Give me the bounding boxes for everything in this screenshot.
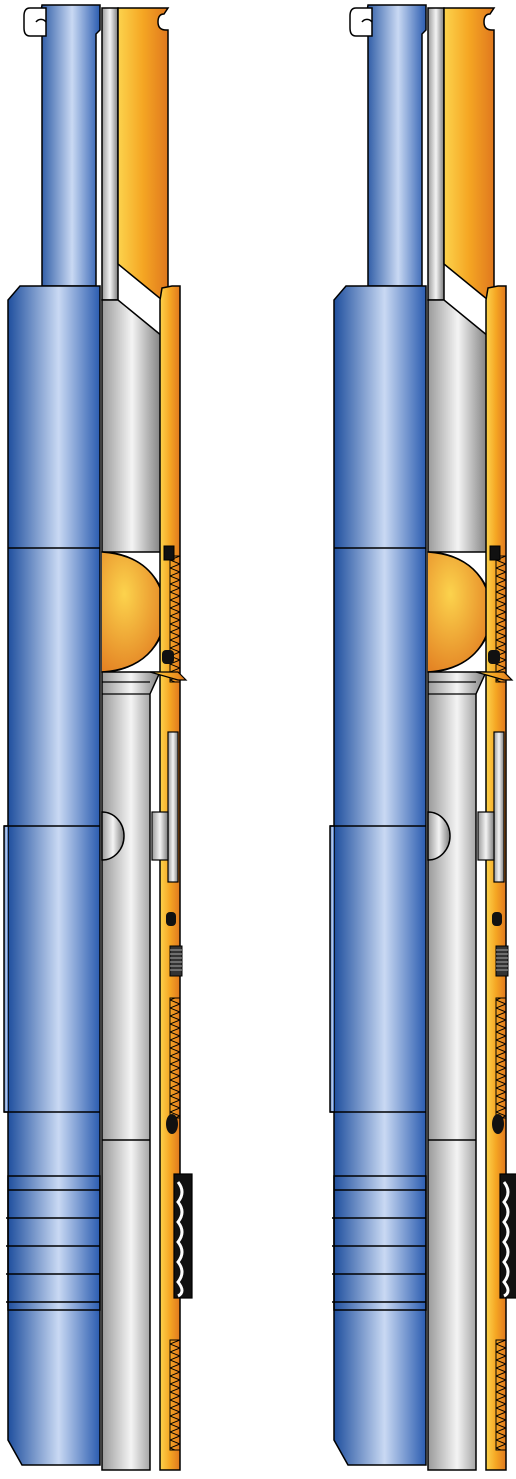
- tool-view-right: [328, 3, 516, 1472]
- tool-view-left: [2, 3, 194, 1472]
